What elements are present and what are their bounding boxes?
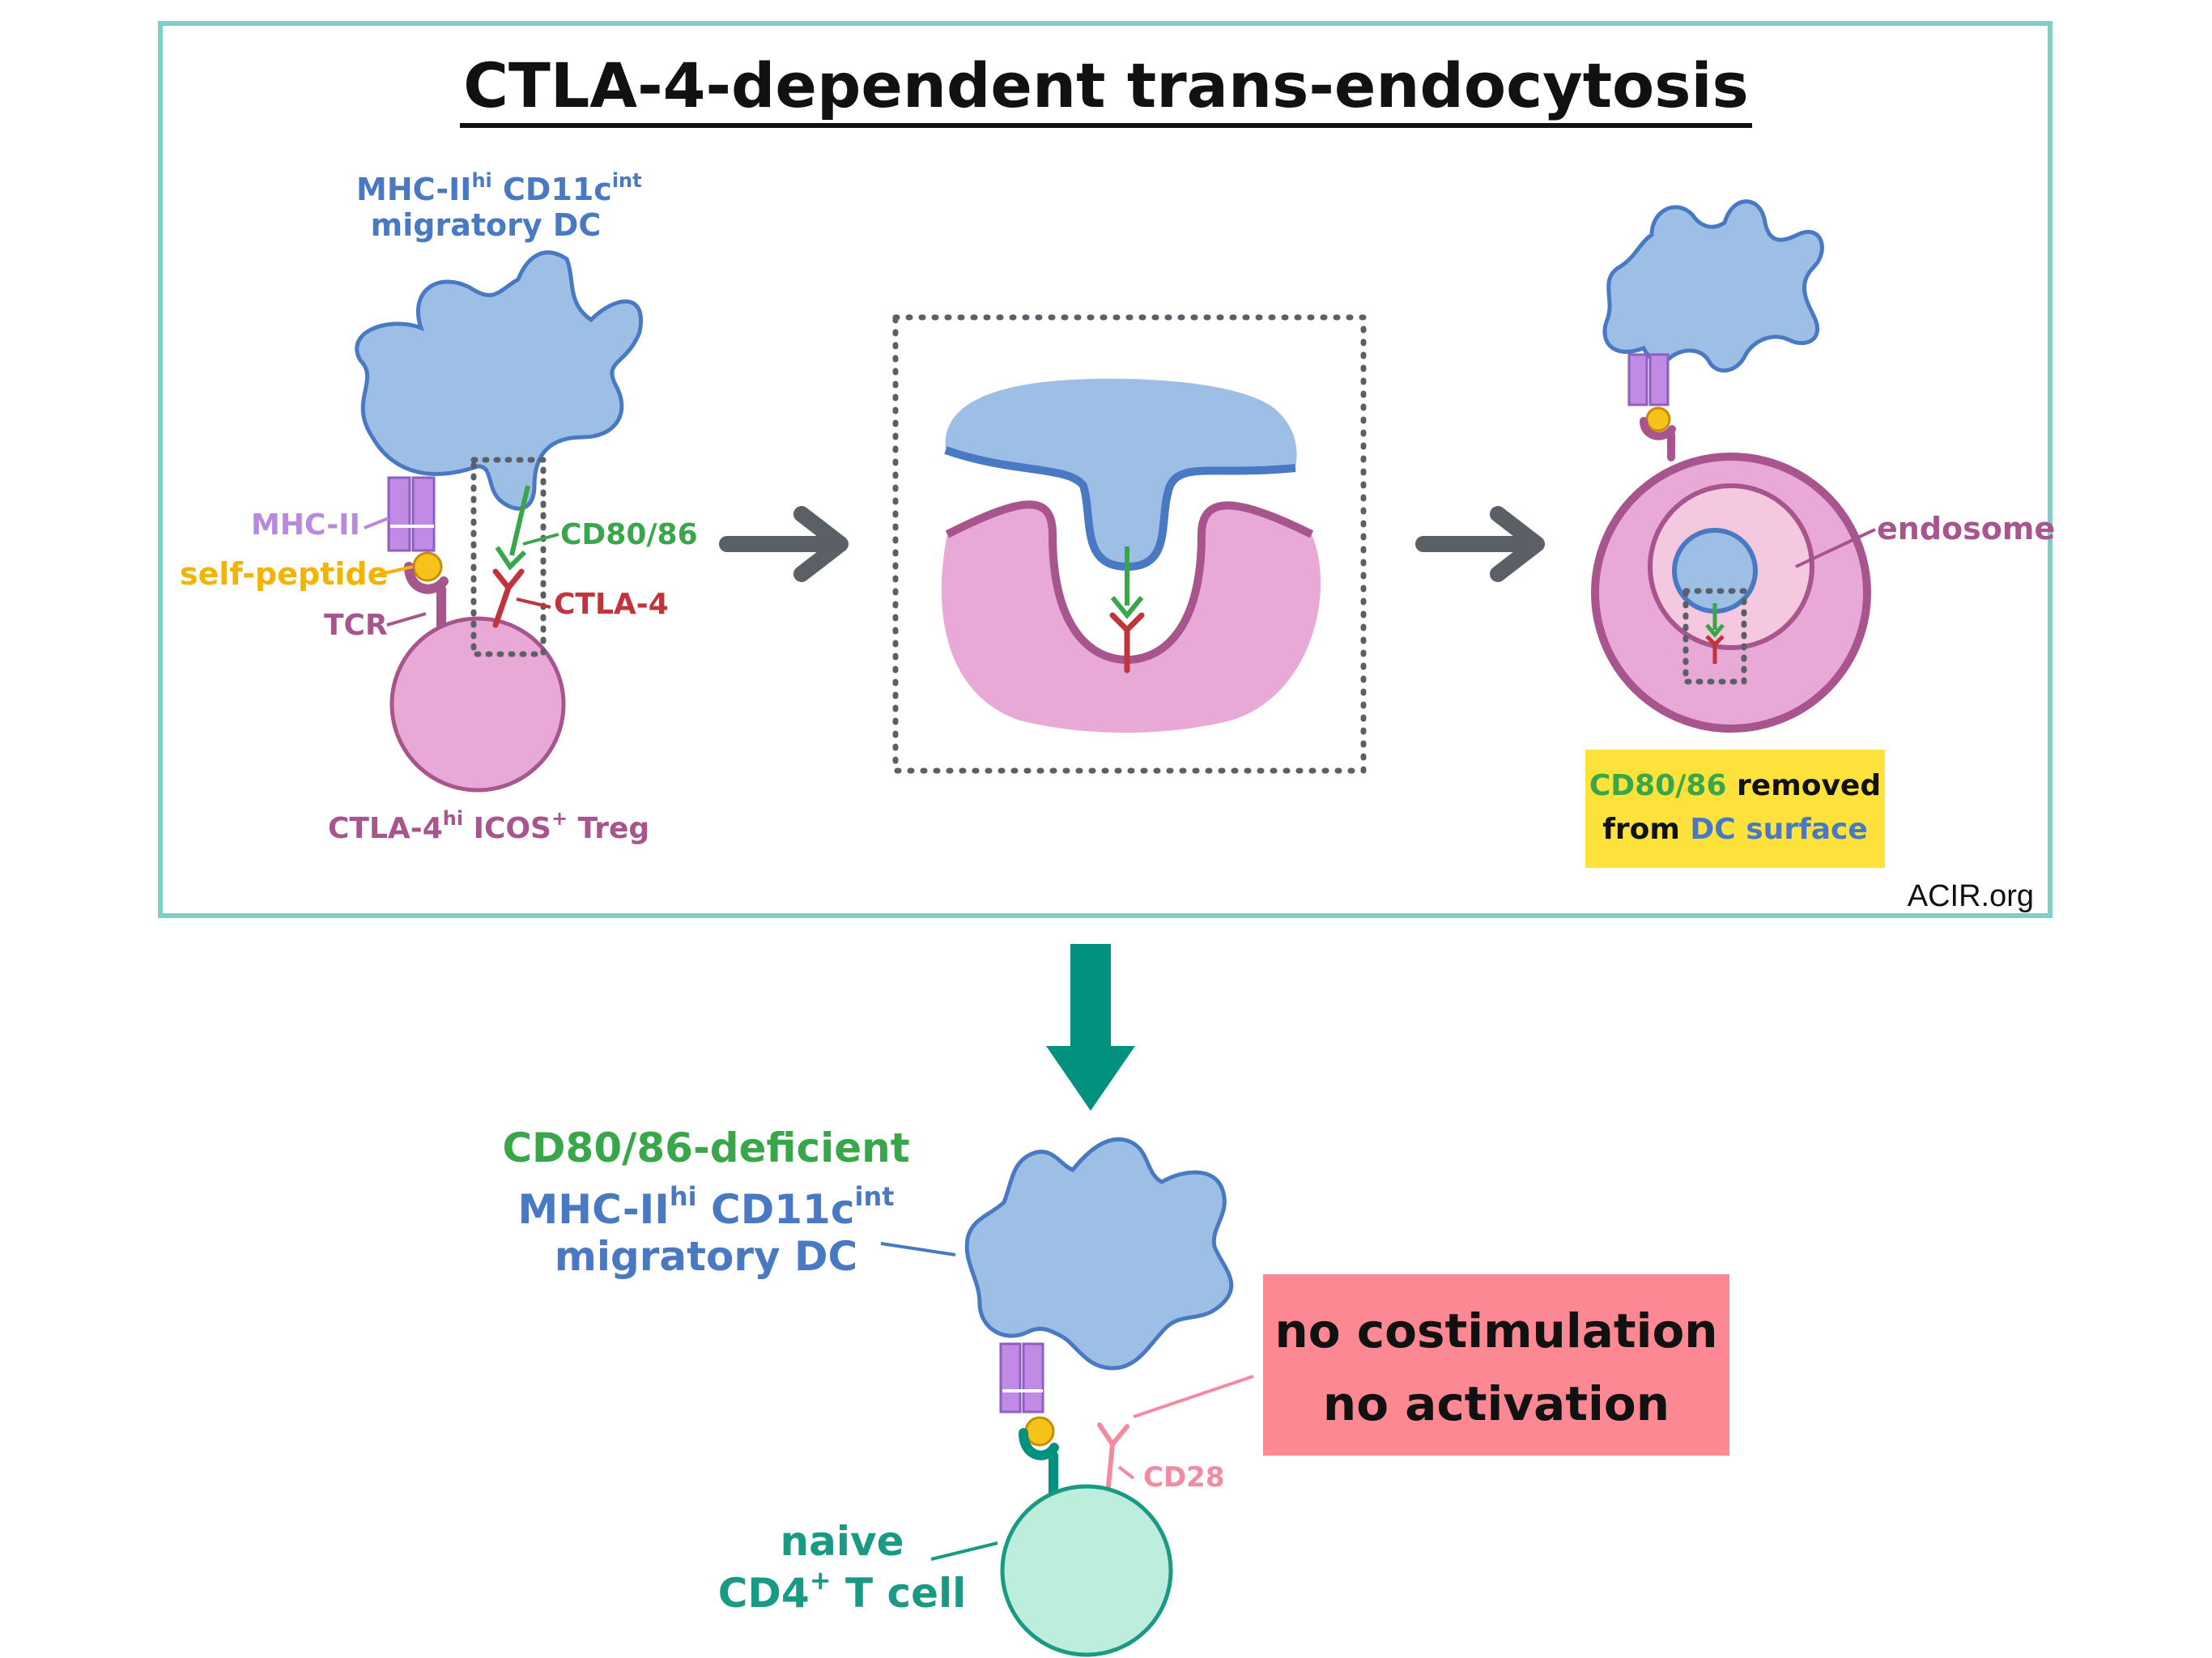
panel2-cd80-86 <box>1110 546 1144 619</box>
bottom-tcr <box>1019 1428 1059 1503</box>
result-box: CD80/86 removed from DC surface <box>1585 750 1885 868</box>
peptide-leader-line <box>376 565 414 576</box>
panel1-cd80-86 <box>495 485 530 571</box>
cd28-label: CD28 <box>1143 1461 1225 1494</box>
credit-text: ACIR.org <box>1907 879 2034 913</box>
cd80-86-label: CD80/86 <box>560 518 698 551</box>
outcome-leader-line <box>1133 1375 1254 1418</box>
outcome-box: no costimulation no activation <box>1263 1274 1729 1456</box>
outcome-line-1: no costimulation <box>1274 1303 1718 1358</box>
bottom-dc-cell <box>964 1137 1234 1371</box>
endosome-label: endosome <box>1877 511 2056 546</box>
bottom-dc-leader-line <box>880 1242 956 1256</box>
endosome-leader-line <box>1795 528 1876 568</box>
panel1-dc-cell <box>355 250 643 511</box>
deficient-label: CD80/86-deficient <box>502 1124 910 1171</box>
cd28-leader-line <box>1117 1465 1135 1480</box>
naive-leader-line <box>930 1541 998 1561</box>
panel3-mhc-ii <box>1627 353 1670 406</box>
ctla4-leader-line <box>516 597 551 609</box>
outcome-line-2: no activation <box>1322 1376 1670 1431</box>
panel3-cd80-ctla4 <box>1705 603 1725 664</box>
bottom-dc-label: MHC-IIhi CD11cint migratory DC <box>517 1181 895 1280</box>
panel3-tcr <box>1640 417 1676 461</box>
tcr-leader-line <box>386 612 427 627</box>
arrow-down <box>1046 944 1135 1111</box>
mhc-leader-line <box>364 517 389 529</box>
panel1-treg-cell <box>389 616 566 793</box>
panel1-zoom-box <box>470 457 547 657</box>
tcr-label: TCR <box>324 609 388 642</box>
panel2-ctla-4 <box>1109 612 1145 674</box>
panel3-zoom-box <box>1682 588 1747 685</box>
result-line-1: CD80/86 removed <box>1589 769 1882 802</box>
treg-label: CTLA-4hi ICOS+ Treg <box>328 807 650 845</box>
diagram-title: CTLA-4-dependent trans-endocytosis <box>0 49 2212 128</box>
cd80-leader-line <box>522 533 559 546</box>
bottom-self-peptide <box>1024 1416 1055 1447</box>
dc-label: MHC-IIhi CD11cint migratory DC <box>356 169 642 243</box>
self-peptide-label: self-peptide <box>180 556 389 592</box>
arrow-step-2 <box>1415 506 1545 582</box>
bottom-cd28 <box>1097 1422 1129 1497</box>
panel3-dc-cell <box>1602 199 1824 373</box>
mhc-ii-label: MHC-II <box>251 508 360 542</box>
naive-t-cell-label: naive CD4+ T cell <box>717 1518 967 1617</box>
ctla-4-label: CTLA-4 <box>554 588 669 621</box>
result-line-2: from DC surface <box>1602 813 1868 846</box>
top-panel-frame <box>158 21 2052 918</box>
panel1-ctla-4 <box>492 568 525 628</box>
arrow-step-1 <box>719 506 849 582</box>
panel2-zoom-box <box>892 314 1367 774</box>
bottom-mhc-ii <box>999 1342 1044 1414</box>
panel1-mhc-ii <box>387 476 436 552</box>
bottom-naive-t-cell <box>1000 1484 1173 1657</box>
